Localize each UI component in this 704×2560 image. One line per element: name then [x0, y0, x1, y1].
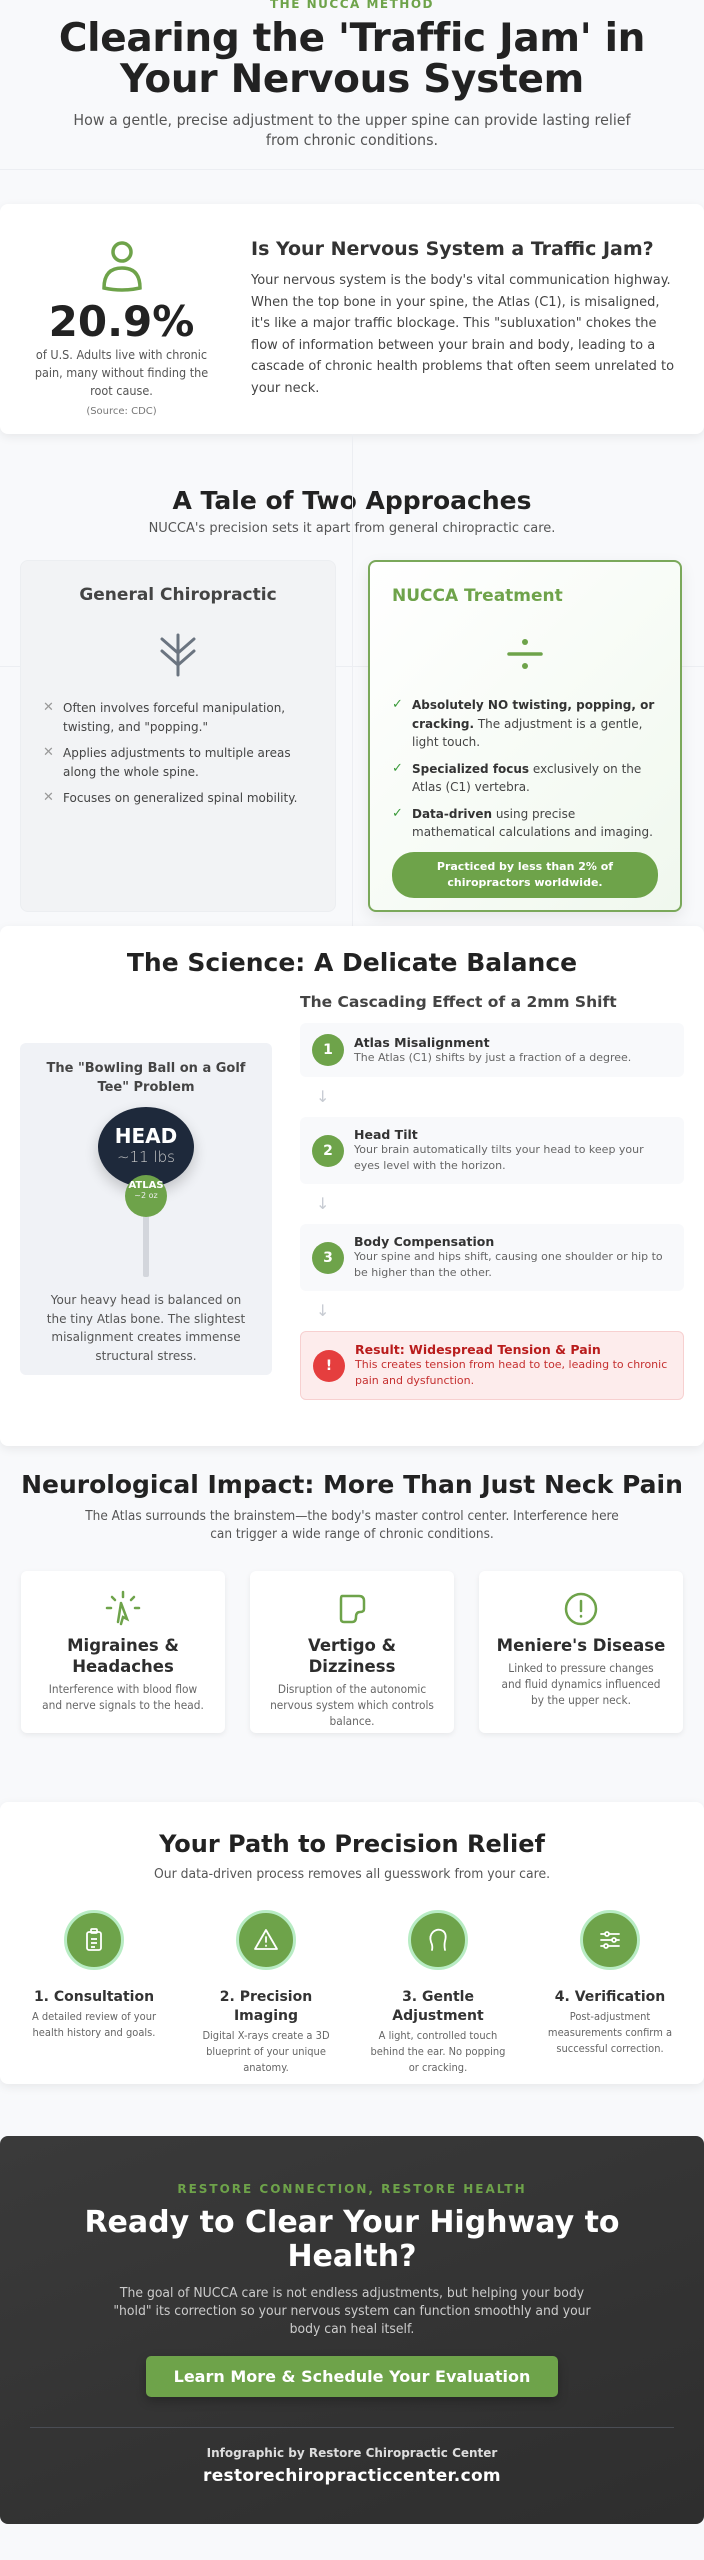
- stat-value: 20.9%: [48, 297, 195, 346]
- cta-title: Ready to Clear Your Highway to Health?: [84, 2205, 620, 2274]
- condition-card-vertigo: Vertigo & Dizziness Disruption of the au…: [250, 1571, 454, 1733]
- atlas-circle: ATLAS ~2 oz: [125, 1175, 167, 1217]
- check-icon: ✓: [392, 760, 403, 776]
- path-section: Your Path to Precision Relief Our data-d…: [0, 1802, 704, 2084]
- neuro-section: Neurological Impact: More Than Just Neck…: [0, 1446, 704, 1802]
- hero-header: THE NUCCA METHOD Clearing the 'Traffic J…: [0, 0, 704, 170]
- x-icon: ✕: [43, 700, 54, 715]
- intro-body: Your nervous system is the body's vital …: [251, 273, 675, 396]
- nucca-title: NUCCA Treatment: [392, 586, 563, 606]
- alert-circle-icon: [564, 1592, 598, 1626]
- stat-block: 20.9% of U.S. Adults live with chronic p…: [0, 204, 243, 434]
- head-circle: HEAD ~11 lbs: [98, 1107, 194, 1187]
- nucca-list: ✓Absolutely NO twisting, popping, or cra…: [392, 696, 658, 842]
- cascade-title: The Cascading Effect of a 2mm Shift: [300, 993, 617, 1011]
- hero-subtitle: How a gentle, precise adjustment to the …: [73, 111, 631, 149]
- spine-stem: [143, 1215, 149, 1277]
- step-number: 3: [312, 1241, 344, 1274]
- check-icon: ✓: [392, 805, 403, 821]
- process-step: 1. Consultation A detailed review of you…: [14, 1910, 174, 2076]
- nucca-list-item: ✓Absolutely NO twisting, popping, or cra…: [392, 696, 658, 752]
- neuro-title: Neurological Impact: More Than Just Neck…: [21, 1470, 683, 1499]
- alert-icon: !: [313, 1349, 345, 1382]
- general-title: General Chiropractic: [79, 585, 277, 605]
- bowling-title: The "Bowling Ball on a Golf Tee" Problem: [46, 1061, 246, 1095]
- science-section: The Science: A Delicate Balance The "Bow…: [0, 926, 704, 1446]
- path-title: Your Path to Precision Relief: [159, 1830, 545, 1858]
- website-link[interactable]: restorechiropracticcenter.com: [203, 2466, 501, 2486]
- bowling-caption: Your heavy head is balanced on the tiny …: [46, 1293, 246, 1363]
- arrow-down-icon: ↓: [316, 1087, 330, 1106]
- condition-card-menieres: Meniere's Disease Linked to pressure cha…: [479, 1571, 683, 1733]
- approaches-title: A Tale of Two Approaches: [172, 486, 532, 515]
- cascade-panel: The Cascading Effect of a 2mm Shift 1 At…: [300, 991, 684, 1400]
- approaches-section: A Tale of Two Approaches NUCCA's precisi…: [0, 434, 704, 926]
- x-icon: ✕: [43, 790, 54, 805]
- intro-heading: Is Your Nervous System a Traffic Jam?: [251, 238, 654, 260]
- spread-arrows-icon: [160, 633, 196, 677]
- bowling-ball-panel: The "Bowling Ball on a Golf Tee" Problem…: [20, 1043, 272, 1375]
- process-step: 3. Gentle Adjustment A light, controlled…: [358, 1910, 518, 2076]
- step-number: 1: [312, 1034, 344, 1066]
- person-icon: [101, 241, 142, 292]
- stat-source: (Source: CDC): [86, 406, 157, 417]
- nucca-treatment-card: NUCCA Treatment ✓Absolutely NO twisting,…: [368, 560, 682, 912]
- cta-body: The goal of NUCCA care is not endless ad…: [113, 2285, 591, 2337]
- clipboard-icon: [86, 1928, 102, 1951]
- step-number: 2: [312, 1134, 344, 1167]
- general-list-item: ✕Focuses on generalized spinal mobility.: [43, 789, 313, 808]
- arrow-down-icon: ↓: [316, 1301, 330, 1320]
- condition-card-migraines: Migraines & Headaches Interference with …: [21, 1571, 225, 1733]
- schedule-evaluation-button[interactable]: Learn More & Schedule Your Evaluation: [145, 2356, 559, 2397]
- divider-horizontal: [0, 666, 704, 667]
- process-step: 2. Precision Imaging Digital X-rays crea…: [186, 1910, 346, 2076]
- head-outline-icon: [429, 1928, 447, 1951]
- process-step: 4. Verification Post-adjustment measurem…: [530, 1910, 690, 2076]
- nucca-list-item: ✓Data-driven using precise mathematical …: [392, 805, 658, 842]
- x-icon: ✕: [43, 745, 54, 760]
- general-list-item: ✕Applies adjustments to multiple areas a…: [43, 744, 313, 781]
- path-subtitle: Our data-driven process removes all gues…: [153, 1866, 551, 1882]
- cta-divider: [30, 2427, 674, 2428]
- sliders-icon: [600, 1931, 620, 1949]
- divide-icon: [507, 639, 543, 669]
- stat-description: of U.S. Adults live with chronic pain, m…: [34, 347, 209, 398]
- neuro-subtitle: The Atlas surrounds the brainstem—the bo…: [85, 1508, 619, 1542]
- cta-section: RESTORE CONNECTION, RESTORE HEALTH Ready…: [0, 2136, 704, 2524]
- arrow-down-icon: ↓: [316, 1194, 330, 1213]
- page-title: Clearing the 'Traffic Jam' in Your Nervo…: [58, 16, 646, 102]
- hero-eyebrow: THE NUCCA METHOD: [270, 0, 434, 11]
- check-icon: ✓: [392, 697, 403, 712]
- general-chiropractic-card: General Chiropractic ✕Often involves for…: [20, 560, 336, 912]
- nucca-list-item: ✓Specialized focus exclusively on the At…: [392, 760, 658, 797]
- divider-vertical: [352, 434, 353, 926]
- science-title: The Science: A Delicate Balance: [126, 948, 578, 977]
- sticky-note-icon: [339, 1594, 366, 1624]
- general-list: ✕Often involves forceful manipulation, t…: [43, 699, 313, 808]
- click-burst-icon: [105, 1590, 141, 1626]
- credit-text: Infographic by Restore Chiropractic Cent…: [206, 2446, 498, 2460]
- intro-card: 20.9% of U.S. Adults live with chronic p…: [0, 204, 704, 434]
- cta-eyebrow: RESTORE CONNECTION, RESTORE HEALTH: [177, 2182, 527, 2196]
- warning-triangle-icon: [254, 1929, 278, 1950]
- approaches-subtitle: NUCCA's precision sets it apart from gen…: [148, 521, 556, 536]
- general-list-item: ✕Often involves forceful manipulation, t…: [43, 699, 313, 736]
- head-atlas-diagram: HEAD ~11 lbs ATLAS ~2 oz: [40, 1107, 252, 1287]
- rarity-badge: Practiced by less than 2% of chiropracto…: [392, 851, 658, 898]
